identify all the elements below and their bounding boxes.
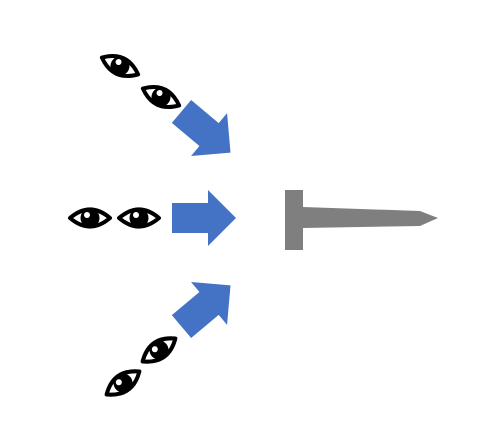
viewer-group-lower-left [99,328,183,405]
nail-icon [285,190,438,250]
eye-icon [95,46,145,86]
arrow-icon [172,190,236,246]
viewer-group-upper-left [95,46,186,117]
eye-icon [68,206,112,230]
eye-icon [117,206,161,230]
eye-icon [135,328,183,372]
viewer-group-left [68,206,161,230]
arrow-icon [163,263,249,349]
eye-icon [99,361,147,405]
eye-icon [136,77,186,117]
